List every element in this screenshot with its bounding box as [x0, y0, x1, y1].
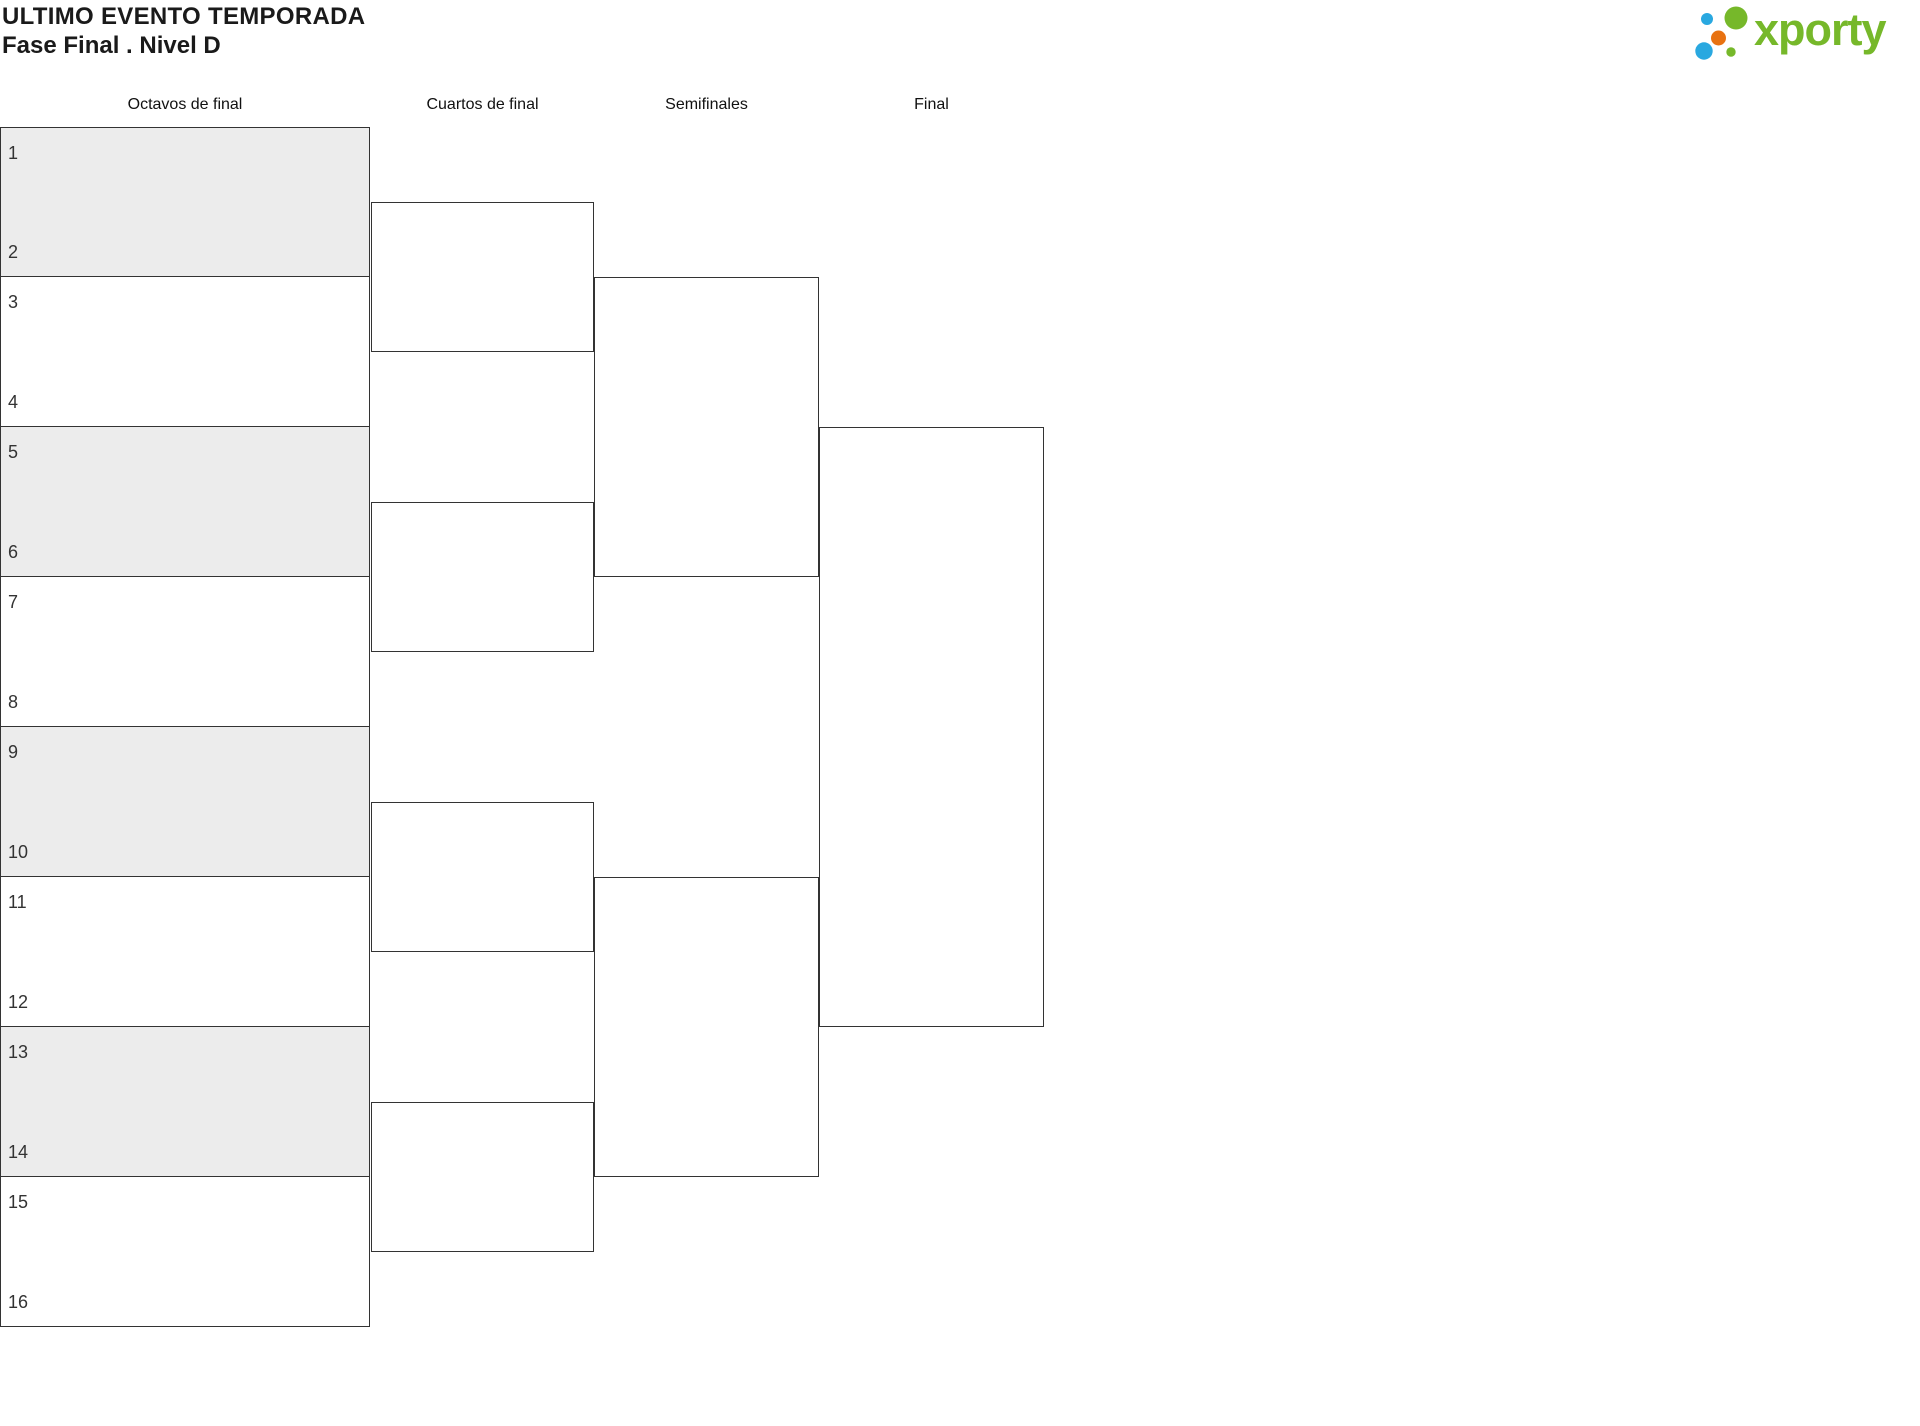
page-header: ULTIMO EVENTO TEMPORADA Fase Final . Niv… — [2, 2, 365, 60]
octavos-match-1: 1 2 — [0, 127, 370, 277]
seed-label: 16 — [8, 1292, 29, 1312]
seed-label: 10 — [8, 842, 29, 862]
xporty-logo: xporty — [1688, 0, 1887, 72]
round-header-cuartos: Cuartos de final — [426, 96, 539, 113]
octavos-match-8: 15 16 — [0, 1177, 370, 1327]
logo-wordmark: xporty — [1754, 4, 1887, 55]
seed-label: 1 — [8, 143, 19, 163]
round-header-semifinales: Semifinales — [665, 96, 748, 113]
round-header-final: Final — [914, 96, 949, 113]
octavos-match-6: 11 12 — [0, 877, 370, 1027]
semifinal-match-1 — [594, 277, 819, 577]
octavos-match-4: 7 8 — [0, 577, 370, 727]
seed-label: 9 — [8, 742, 19, 762]
seed-label: 3 — [8, 292, 19, 312]
seed-label: 2 — [8, 242, 19, 262]
octavos-match-5: 9 10 — [0, 727, 370, 877]
page-title: ULTIMO EVENTO TEMPORADA — [2, 3, 366, 30]
cuartos-match-1 — [371, 202, 594, 352]
octavos-match-2: 3 4 — [0, 277, 370, 427]
cuartos-match-4 — [371, 1102, 594, 1252]
logo-dots-icon — [1695, 6, 1748, 60]
semifinal-match-2 — [594, 877, 819, 1177]
seed-label: 12 — [8, 992, 29, 1012]
seed-label: 7 — [8, 592, 19, 612]
page-subtitle: Fase Final . Nivel D — [2, 32, 221, 59]
round-header-octavos: Octavos de final — [127, 96, 243, 113]
seed-label: 5 — [8, 442, 19, 462]
seed-label: 4 — [8, 392, 19, 412]
seed-label: 11 — [8, 892, 27, 912]
octavos-match-3: 5 6 — [0, 427, 370, 577]
seed-label: 15 — [8, 1192, 29, 1212]
seed-label: 8 — [8, 692, 19, 712]
seed-label: 6 — [8, 542, 19, 562]
octavos-match-7: 13 14 — [0, 1027, 370, 1177]
seed-label: 14 — [8, 1142, 29, 1162]
final-match — [819, 427, 1044, 1027]
cuartos-match-3 — [371, 802, 594, 952]
cuartos-match-2 — [371, 502, 594, 652]
seed-label: 13 — [8, 1042, 29, 1062]
